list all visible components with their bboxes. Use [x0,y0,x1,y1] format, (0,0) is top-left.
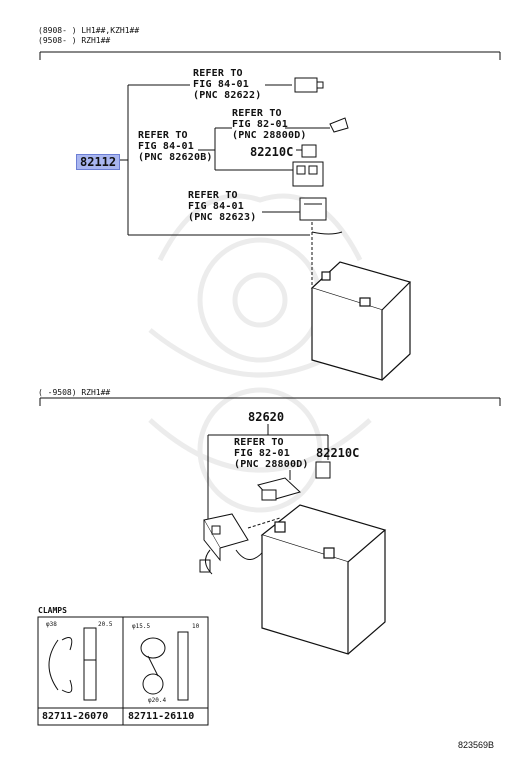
ref-line: FIG 84-01 [188,201,244,212]
ref-line: (PNC 82622) [193,90,262,101]
clamp-right-drawing [140,631,189,701]
part-82210c-label[interactable]: 82210C [250,145,294,159]
ref-line: FIG 82-01 [234,448,290,459]
clamp-right-part-number[interactable]: 82711-26110 [128,711,195,722]
top-callout-lines [118,84,330,236]
connector-part-82622 [294,77,324,93]
range-label-2: (9508- ) RZH1## [38,36,111,45]
range-label-1: (8908- ) LH1##,KZH1## [38,26,140,35]
bottom-callout-lines [207,424,329,530]
ref-line: REFER TO [232,108,282,119]
ref-line: REFER TO [138,130,188,141]
fuse-block-bottom [203,513,249,562]
ref-line: FIG 84-01 [138,141,194,152]
ref-line: (PNC 28800D) [234,459,309,470]
clamps-box [37,616,209,726]
clamp-left-drawing [48,627,97,701]
clamp-left-dim1: φ38 [46,621,57,628]
range-label-3: ( -9508) RZH1## [38,388,111,397]
ref-line: REFER TO [234,437,284,448]
holder-part-82623 [299,197,327,221]
sensor-part-bottom [315,461,331,479]
part-82112-badge[interactable]: 82112 [76,151,121,170]
clamps-title: CLAMPS [38,606,67,615]
figure-code: 823569B [458,740,495,750]
relay-part-82210c [301,144,317,158]
connector-bottom [257,477,301,501]
section1-bracket [39,51,501,60]
top-battery [310,261,412,381]
clamp-right-dim1: φ15.5 [132,623,151,630]
ref-82623-block[interactable]: REFER TO FIG 84-01 (PNC 82623) [188,190,256,223]
bottom-battery [260,504,387,655]
ref-28800d-block[interactable]: REFER TO FIG 82-01 (PNC 28800D) [232,108,307,141]
part-82210c-bottom-label[interactable]: 82210C [316,446,360,460]
ref-line: (PNC 82620B) [138,152,213,163]
bottom-wire-harness [199,547,267,575]
ref-28800d-bottom-block[interactable]: REFER TO FIG 82-01 (PNC 28800D) [234,437,309,470]
part-82112-label: 82112 [76,154,121,170]
sensor-part-28800d [329,117,349,133]
ref-line: FIG 84-01 [193,79,249,90]
clamp-left-dim2: 20.5 [98,621,113,628]
clamp-left-part-number[interactable]: 82711-26070 [42,711,109,722]
fuse-block-82620b [292,161,324,187]
ref-line: REFER TO [193,68,243,79]
ref-82620b-block[interactable]: REFER TO FIG 84-01 (PNC 82620B) [138,130,213,163]
section2-bracket [39,397,501,406]
clamp-right-dim3: φ20.4 [148,697,167,704]
top-wire-harness [311,231,343,235]
ref-line: FIG 82-01 [232,119,288,130]
part-82620-label[interactable]: 82620 [248,410,285,424]
bottom-wire-dashed [247,517,281,529]
ref-82622-block[interactable]: REFER TO FIG 84-01 (PNC 82622) [193,68,261,101]
clamp-right-dim2: 10 [192,623,200,630]
ref-line: REFER TO [188,190,238,201]
ref-line: (PNC 28800D) [232,130,307,141]
ref-line: (PNC 82623) [188,212,257,223]
